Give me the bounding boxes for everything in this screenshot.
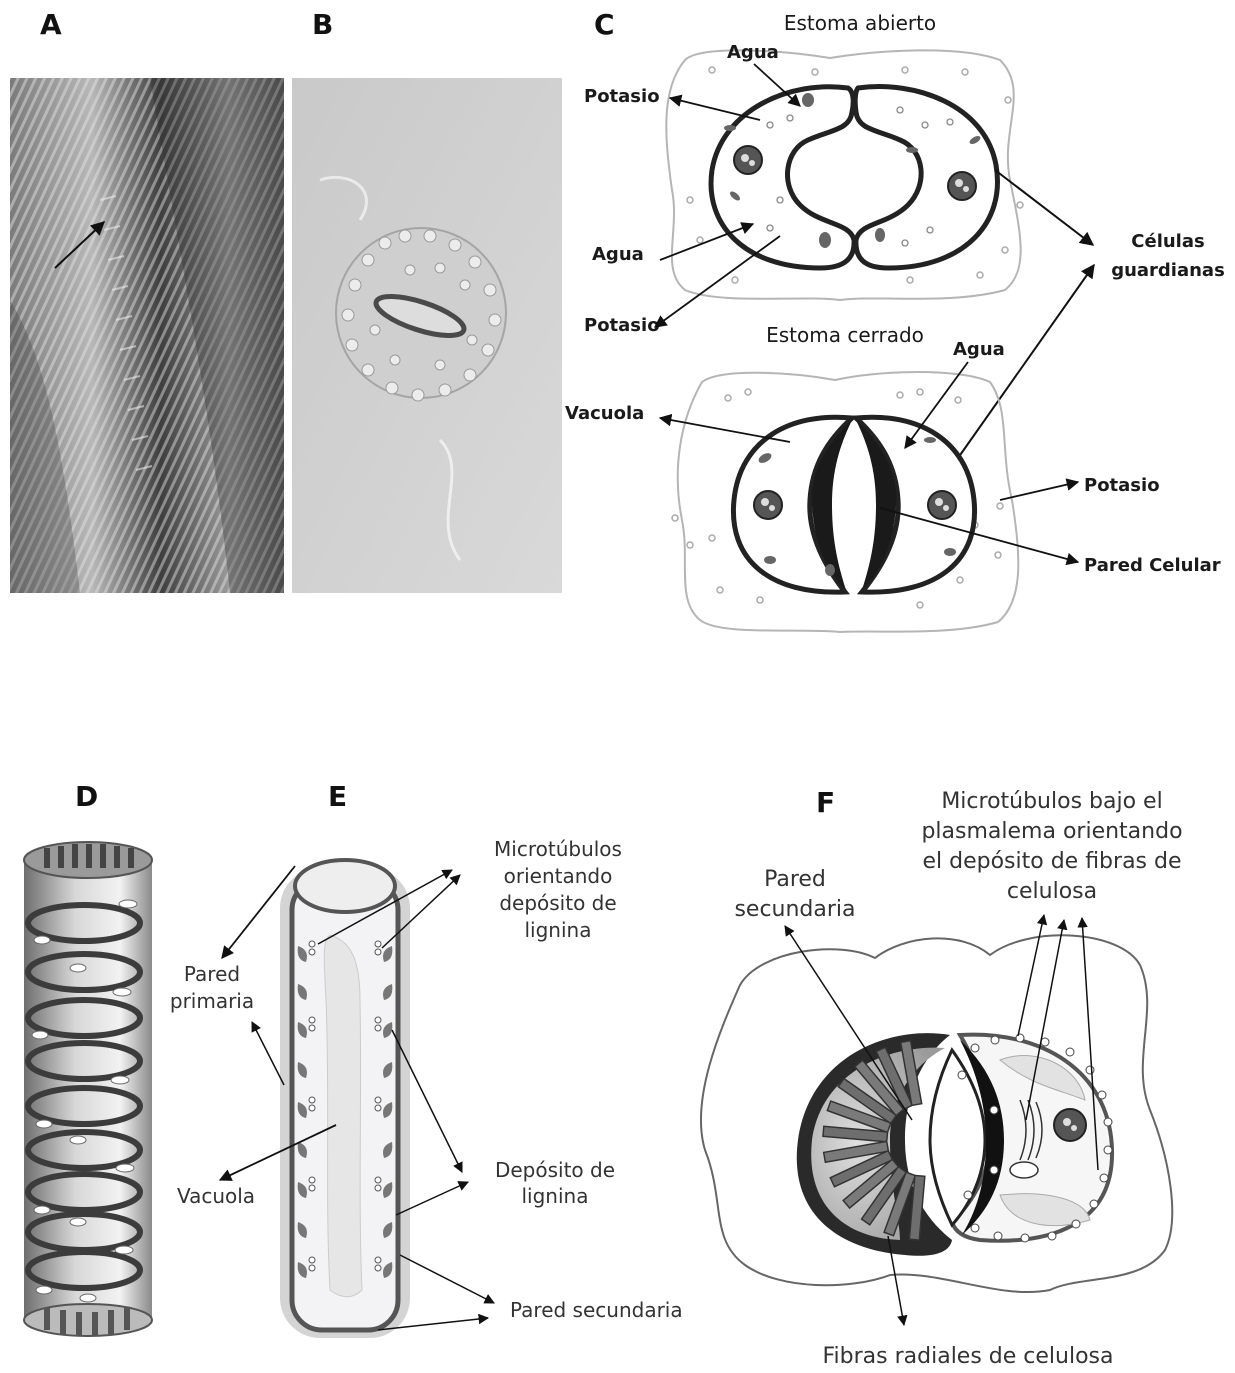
panel-b-micrograph — [292, 78, 562, 593]
guard-cells-label-line1: Células — [1131, 231, 1204, 252]
panel-c: C Estoma abierto — [565, 8, 1225, 632]
e-label-deposito-line1: Depósito de — [495, 1158, 615, 1182]
e-label-pared-secundaria: Pared secundaria — [510, 1298, 683, 1322]
closed-label-agua: Agua — [953, 339, 1005, 360]
open-stoma-diagram — [666, 50, 1023, 300]
open-label-agua-left: Agua — [592, 244, 644, 265]
f-label-pared-secundaria-line1: Pared — [764, 867, 826, 892]
e-label-pared-primaria-line2: primaria — [170, 989, 254, 1013]
e-label-microtubulos-line1: Microtúbulos — [494, 837, 622, 861]
panel-b: B — [292, 8, 562, 593]
panel-d: D — [24, 780, 152, 1336]
panel-a-letter: A — [40, 8, 62, 41]
guard-cells-label-line2: guardianas — [1111, 260, 1225, 281]
closed-stoma-diagram — [672, 372, 1018, 632]
open-stoma-title: Estoma abierto — [784, 11, 936, 35]
f-label-microtubulos-line3: el depósito de fibras de — [922, 849, 1181, 874]
e-label-vacuola: Vacuola — [177, 1184, 255, 1208]
e-label-microtubulos-line2: orientando — [504, 864, 613, 888]
e-label-pared-primaria-line1: Pared — [184, 962, 240, 986]
open-label-potasio-left: Potasio — [584, 315, 660, 336]
panel-e-vessel — [280, 860, 410, 1338]
f-label-fibras: Fibras radiales de celulosa — [823, 1344, 1114, 1369]
panel-d-tracheid — [24, 842, 152, 1336]
panel-d-letter: D — [75, 780, 98, 813]
panel-f-stoma — [701, 935, 1172, 1292]
panel-c-letter: C — [594, 8, 615, 41]
panel-b-letter: B — [312, 8, 333, 41]
panel-a: A — [10, 8, 284, 593]
open-label-agua-top: Agua — [727, 42, 779, 63]
panel-a-micrograph — [10, 78, 284, 593]
panel-e: E — [170, 780, 683, 1338]
closed-label-vacuola: Vacuola — [565, 403, 644, 424]
closed-stoma-title: Estoma cerrado — [766, 323, 924, 347]
e-label-deposito-line2: lignina — [522, 1184, 589, 1208]
f-label-microtubulos-line2: plasmalema orientando — [921, 819, 1182, 844]
f-label-pared-secundaria-line2: secundaria — [734, 897, 855, 922]
panel-f-letter: F — [816, 786, 835, 819]
closed-label-pared-celular: Pared Celular — [1084, 555, 1221, 576]
open-label-potasio-top: Potasio — [584, 86, 660, 107]
f-label-microtubulos-line4: celulosa — [1007, 879, 1097, 904]
f-label-microtubulos-line1: Microtúbulos bajo el — [941, 789, 1162, 814]
closed-label-potasio: Potasio — [1084, 475, 1160, 496]
panel-f: F Microtúbulos bajo el plasmalema orient… — [701, 786, 1183, 1369]
panel-e-letter: E — [328, 780, 347, 813]
e-label-microtubulos-line3: depósito de — [499, 891, 616, 915]
e-label-microtubulos-line4: lignina — [525, 918, 592, 942]
